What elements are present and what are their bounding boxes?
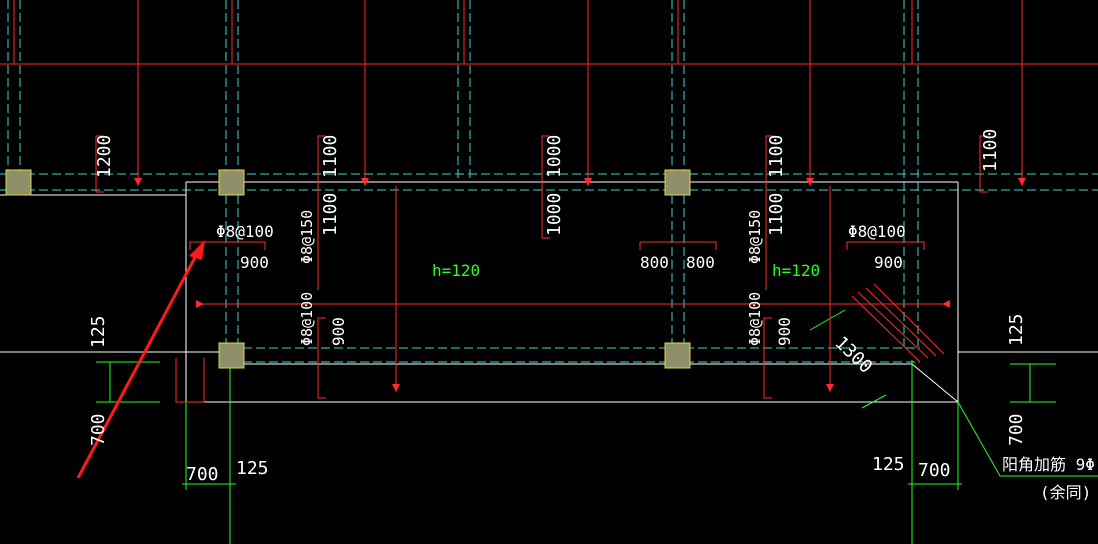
label-rebar-right-top: Φ8@100 xyxy=(848,222,906,241)
annotation-arrow[interactable] xyxy=(76,240,205,479)
label-rebar-left-top: Φ8@100 xyxy=(216,222,274,241)
dimension-lines xyxy=(96,309,1098,544)
label-len-800-a: 800 xyxy=(640,253,669,272)
column-markers xyxy=(5,169,691,369)
label-len-900-mid-a: 900 xyxy=(329,317,348,346)
label-rebar-vert-150-b: Φ8@150 xyxy=(746,210,764,264)
column-c xyxy=(664,169,691,196)
label-len-1000-a: 1000 xyxy=(544,135,565,178)
label-len-1100-d: 1100 xyxy=(766,193,787,236)
label-dim-125-right: 125 xyxy=(1006,313,1027,346)
label-rebar-vert-100-a: Φ8@100 xyxy=(298,292,316,346)
label-len-1100-e: 1100 xyxy=(980,129,1001,172)
rebar-lines xyxy=(0,0,1098,403)
label-slab-h-left: h=120 xyxy=(432,261,480,280)
label-corner-note: 阳角加筋 9Φ xyxy=(1002,455,1095,474)
label-rebar-vert-150-a: Φ8@150 xyxy=(298,210,316,264)
label-len-1100-c: 1100 xyxy=(766,135,787,178)
label-dim-700-right-horiz: 700 xyxy=(918,460,951,481)
label-len-900-mid-b: 900 xyxy=(775,317,794,346)
label-len-900-left: 900 xyxy=(240,253,269,272)
label-len-1100-a: 1100 xyxy=(320,135,341,178)
label-len-1000-b: 1000 xyxy=(544,193,565,236)
label-len-800-b: 800 xyxy=(686,253,715,272)
label-rebar-vert-100-b: Φ8@100 xyxy=(746,292,764,346)
axis-grid xyxy=(0,0,1098,363)
slab-outline xyxy=(0,181,1098,403)
rebar-arrowheads xyxy=(134,178,1026,392)
column-a xyxy=(5,169,32,196)
label-len-1200: 1200 xyxy=(94,135,115,178)
label-slab-h-right: h=120 xyxy=(772,261,820,280)
label-dim-700-left-horiz: 700 xyxy=(186,464,219,485)
label-dim-125-bottom-right: 125 xyxy=(872,454,905,475)
label-len-900-right: 900 xyxy=(874,253,903,272)
label-dim-700-right-vert: 700 xyxy=(1006,413,1027,446)
label-dim-700-left-vert: 700 xyxy=(88,413,109,446)
label-corner-note-sub: (余同) xyxy=(1040,483,1091,502)
column-b xyxy=(218,169,245,196)
label-len-1100-b: 1100 xyxy=(320,193,341,236)
column-d xyxy=(218,342,245,369)
label-dim-125-left: 125 xyxy=(88,315,109,348)
column-e xyxy=(664,342,691,369)
label-dim-125-bottom-left: 125 xyxy=(236,458,269,479)
